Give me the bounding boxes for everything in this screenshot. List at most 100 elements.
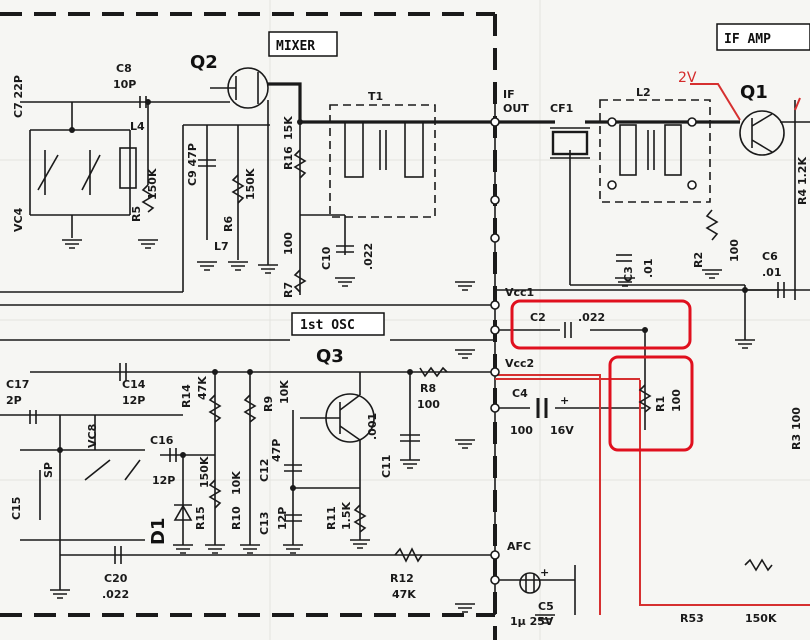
c4-value: 100	[510, 424, 533, 437]
c3-value: .01	[642, 259, 655, 279]
cf1-label: CF1	[550, 102, 573, 115]
r16-value: 15K	[282, 116, 295, 140]
q1-label: Q1	[740, 82, 768, 103]
r9-value: 10K	[278, 380, 291, 404]
component-labels: C7 22P C8 10P L4 VC4 R5 150K C9 47P L7 R…	[6, 62, 809, 628]
c5-plus-mark: +	[540, 566, 549, 579]
c11-label: C11	[380, 455, 393, 478]
r12-label: R12	[390, 572, 414, 585]
t1-transformer-symbol	[329, 104, 436, 218]
c17-label: C17	[6, 378, 29, 391]
osc-label: 1st OSC	[300, 318, 355, 333]
c20-label: C20	[104, 572, 128, 585]
mixer-label-box	[268, 31, 338, 57]
l4-label: L4	[130, 120, 145, 133]
red-annotation-wires	[495, 83, 810, 615]
r53-label: R53	[680, 612, 704, 625]
t1-label: T1	[368, 90, 383, 103]
r15-value: 150K	[198, 456, 211, 488]
c8-value: 10P	[113, 78, 136, 91]
l2-label: L2	[636, 86, 651, 99]
bus-nodes	[57, 99, 748, 585]
r4-label: R4 1.2K	[796, 157, 809, 205]
polarity-marks: + +	[540, 394, 569, 579]
r7-value: 100	[282, 232, 295, 255]
c16-label: C16	[150, 434, 174, 447]
r16-label: R16	[282, 146, 295, 170]
c6-value: .01	[762, 266, 782, 279]
c7-label: C7 22P	[12, 75, 25, 118]
c5-value: 1μ 25V	[510, 615, 554, 628]
r8-label: R8	[420, 382, 436, 395]
wiring	[0, 82, 810, 615]
r2-label: R2	[692, 252, 705, 268]
vc4-label: VC4	[12, 207, 25, 232]
c3-label: C3	[622, 266, 635, 282]
r15-label: R15	[194, 506, 207, 530]
vcc2-label: Vcc2	[505, 357, 534, 370]
r10-value: 10K	[230, 471, 243, 495]
if-amp-label: IF AMP	[724, 32, 771, 47]
r7-label: R7	[282, 282, 295, 298]
r5-label: R5	[130, 206, 143, 222]
c10-label: C10	[320, 246, 333, 270]
c6-label: C6	[762, 250, 778, 263]
c9-label: C9 47P	[186, 143, 199, 186]
r1-value: 100	[670, 389, 683, 412]
c4-rating: 16V	[550, 424, 574, 437]
q1-transistor-symbol	[739, 110, 785, 156]
r10-label: R10	[230, 506, 243, 530]
c5-label: C5	[538, 600, 554, 613]
c10-value: .022	[362, 243, 375, 270]
r8-value: 100	[417, 398, 440, 411]
r1-highlight-box	[608, 355, 694, 452]
c11-value: .001	[366, 413, 379, 440]
r11-value: 1.5K	[340, 502, 353, 530]
if-amp-label-box	[716, 23, 810, 51]
c14-value: 12P	[122, 394, 145, 407]
c12-value: 47P	[270, 439, 283, 462]
c13-value: 12P	[276, 507, 289, 530]
vc8-label: VC8	[86, 424, 99, 448]
afc-label: AFC	[507, 540, 531, 553]
c16-value: 12P	[152, 474, 175, 487]
c20-value: .022	[102, 588, 129, 601]
q3-label: Q3	[316, 346, 344, 367]
c15-label: C15	[10, 497, 23, 520]
r14-value: 47K	[196, 376, 209, 400]
resistor-symbols	[141, 149, 773, 572]
r1-label: R1	[654, 396, 667, 412]
net-labels: IF OUT Vcc1 Vcc2 AFC 2V	[503, 70, 697, 553]
electrolytic-capacitors	[519, 398, 548, 594]
osc-label-box	[291, 312, 385, 336]
c12-label: C12	[258, 459, 271, 482]
c17-value: 2P	[6, 394, 22, 407]
r12-value: 47K	[392, 588, 416, 601]
transistor-labels: Q2 Q3 Q1	[190, 52, 768, 367]
block-labels: MIXER IF AMP 1st OSC	[268, 23, 810, 336]
c4-plus-mark: +	[560, 394, 569, 407]
d1-label: D1	[148, 518, 169, 545]
l7-label: L7	[214, 240, 229, 253]
if-out-label: IF	[503, 88, 515, 101]
ground-symbols	[50, 239, 755, 624]
r14-label: R14	[180, 384, 193, 408]
c2-value: .022	[578, 311, 605, 324]
d1-diode-symbol	[173, 504, 193, 521]
r53-value: 150K	[745, 612, 777, 625]
cf1-ceramic-filter-symbol	[550, 127, 590, 159]
mixer-label: MIXER	[276, 39, 315, 54]
capacitor-symbols	[29, 159, 785, 564]
q2-label: Q2	[190, 52, 218, 73]
vcc1-label: Vcc1	[505, 286, 534, 299]
r9-label: R9	[262, 396, 275, 412]
voltage-annotation: 2V	[678, 70, 697, 86]
l2-transformer-symbol	[599, 99, 711, 203]
highlight-boxes	[510, 299, 694, 452]
c2-highlight-box	[510, 299, 692, 350]
r3-label: R3 100	[790, 407, 803, 450]
tank-capacitor-symbols	[37, 96, 147, 520]
q2-transistor-symbol	[210, 67, 269, 109]
